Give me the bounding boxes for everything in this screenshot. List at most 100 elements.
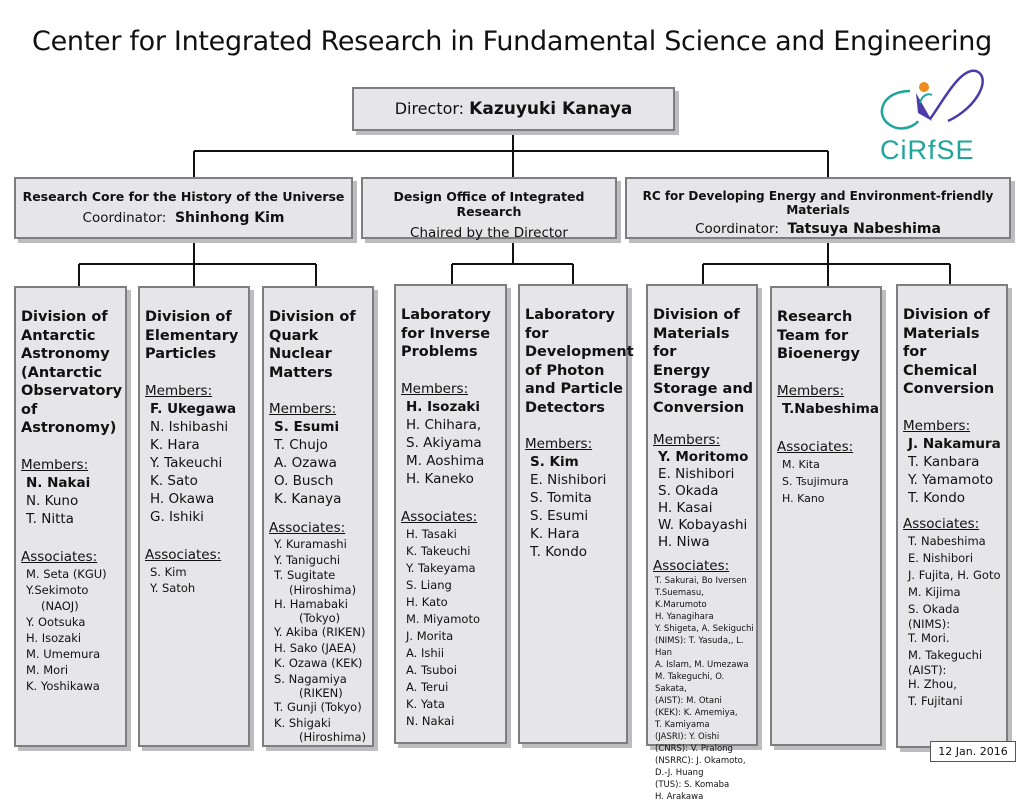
heading-line: Laboratory — [525, 307, 615, 323]
heading-line: Quark — [269, 327, 319, 344]
member: T. Kanbara — [908, 453, 980, 470]
heading-line: Problems — [401, 344, 478, 360]
research-core-universe-box: Research Core for the History of the Uni… — [14, 177, 353, 239]
heading-line: Matters — [269, 364, 333, 381]
associate: M. Takeguchi — [908, 647, 983, 662]
member: H. Kaneko — [406, 470, 474, 487]
associate: (TUS): S. Komaba — [655, 780, 730, 790]
coordinator-label: Coordinator: — [82, 210, 167, 226]
members-lead: N. Nakai — [26, 474, 91, 491]
division-elementary-particles: Division of Elementary Particles Members… — [138, 286, 250, 747]
member: S. Esumi — [530, 508, 589, 524]
heading-line: Conversion — [903, 381, 995, 397]
associate: S. Tsujimura — [782, 474, 849, 488]
associate: H. Hamabaki — [274, 596, 348, 611]
associate: Y. Kuramashi — [274, 537, 347, 551]
members-label: Members: — [525, 436, 593, 452]
associate: D.-J. Huang — [655, 768, 704, 778]
associate: M. Kita — [782, 457, 820, 471]
director-label: Director: — [394, 99, 465, 118]
heading-line: Detectors — [525, 399, 605, 416]
members-label: Members: — [21, 456, 89, 473]
associate: Y. Satoh — [150, 580, 196, 595]
division-materials-chemical-conversion: Division of Materials for Chemical Conve… — [896, 284, 1008, 748]
associate: Y. Taniguchi — [274, 552, 341, 567]
associate: E. Nishibori — [908, 550, 974, 565]
associate: J. Morita — [406, 628, 454, 643]
member: K. Kanaya — [274, 491, 342, 507]
member: K. Hara — [530, 526, 580, 542]
division-materials-energy-storage: Division of Materials for Energy Storage… — [646, 284, 758, 802]
design-office-box: Design Office of Integrated Research Cha… — [361, 177, 617, 241]
associate: (NIMS): T. Yasuda,, L. Han — [655, 636, 744, 658]
associates-label: Associates: — [21, 548, 98, 565]
member: K. Sato — [150, 472, 198, 489]
heading-line: Division of — [145, 309, 232, 325]
associate: T. Sugitate — [274, 568, 336, 582]
associate: A. Islam, M. Umezawa — [655, 660, 749, 670]
coordinator-name: Shinhong Kim — [174, 210, 285, 226]
associate: M. Seta (KGU) — [26, 566, 107, 581]
heading-line: Astronomy — [21, 346, 110, 362]
heading-line: Nuclear — [269, 346, 332, 362]
associate: M. Mori — [26, 662, 69, 677]
associate: H. Kano — [782, 491, 825, 505]
associate: H. Yanagihara — [655, 612, 714, 622]
members-label: Members: — [653, 432, 721, 448]
associate: (JASRI): Y. Oishi — [655, 732, 720, 742]
associate: (NSRRC): J. Okamoto, — [655, 756, 746, 766]
associate: S. Kim — [150, 564, 187, 579]
heading-line: Division of — [21, 309, 108, 325]
associates-label: Associates: — [269, 520, 346, 536]
associate: A. Terui — [406, 679, 449, 694]
heading-line: Research — [777, 309, 853, 325]
research-team-bioenergy: Research Team for Bioenergy Members: T.N… — [770, 286, 882, 746]
associate: Y. Ootsuka — [26, 614, 86, 629]
heading-line: Division of — [903, 307, 990, 323]
associates-label: Associates: — [903, 515, 980, 532]
associate: S. Liang — [406, 577, 452, 592]
member: W. Kobayashi — [658, 517, 748, 533]
associates-label: Associates: — [145, 546, 222, 563]
division-antarctic-astronomy: Division of Antarctic Astronomy (Antarct… — [14, 286, 127, 747]
butterfly-logo-icon: CiRfSE — [880, 69, 984, 165]
member: A. Ozawa — [274, 455, 337, 471]
member: O. Busch — [274, 473, 334, 489]
heading-line: (Antarctic — [21, 364, 103, 381]
members-lead: T.Nabeshima — [782, 400, 879, 417]
associate: M. Kijima — [908, 584, 961, 599]
members-lead: J. Nakamura — [908, 435, 1001, 452]
associate: S. Nagamiya — [274, 671, 347, 686]
associate: K. Takeuchi — [406, 543, 471, 558]
associate: K. Ozawa (KEK) — [274, 656, 363, 670]
heading-line: Energy — [653, 362, 711, 379]
member: T. Nitta — [26, 510, 74, 527]
associate: K. Yoshikawa — [26, 678, 100, 693]
rc-energy-materials-box: RC for Developing Energy and Environment… — [625, 177, 1011, 239]
associate: M. Miyamoto — [406, 611, 480, 626]
associate: T. Fujitani — [908, 693, 963, 708]
member: E. Nishibori — [658, 466, 735, 482]
member: H. Kasai — [658, 500, 713, 516]
members-label: Members: — [269, 401, 337, 417]
division-heading: Division of Antarctic Astronomy (Antarct… — [21, 308, 125, 438]
members-label: Members: — [145, 382, 213, 399]
research-core-universe-coordinator: Coordinator: Shinhong Kim — [16, 210, 351, 226]
associate: J. Fujita, H. Goto — [908, 567, 1001, 582]
page-title: Center for Integrated Research in Fundam… — [32, 26, 992, 57]
associate: H. Kato — [406, 594, 448, 609]
design-office-heading: Design Office of Integrated Research — [393, 189, 585, 219]
heading-line: Astronomy) — [21, 420, 117, 436]
members-label: Members: — [401, 380, 469, 397]
heading-line: Chemical — [903, 362, 978, 379]
division-heading: Division of Quark Nuclear Matters — [269, 308, 372, 382]
associate: T. Kamiyama — [655, 720, 710, 730]
associate-affiliation: (NAOJ) — [41, 598, 79, 613]
heading-line: of Photon — [525, 362, 605, 379]
member: N. Ishibashi — [150, 418, 229, 435]
design-office-chair: Chaired by the Director — [410, 225, 568, 241]
members-lead: H. Isozaki — [406, 398, 481, 415]
research-core-universe-heading: Research Core for the History of the Uni… — [22, 189, 345, 204]
associates-label: Associates: — [777, 438, 854, 455]
associate: H. Arakawa — [655, 792, 704, 802]
